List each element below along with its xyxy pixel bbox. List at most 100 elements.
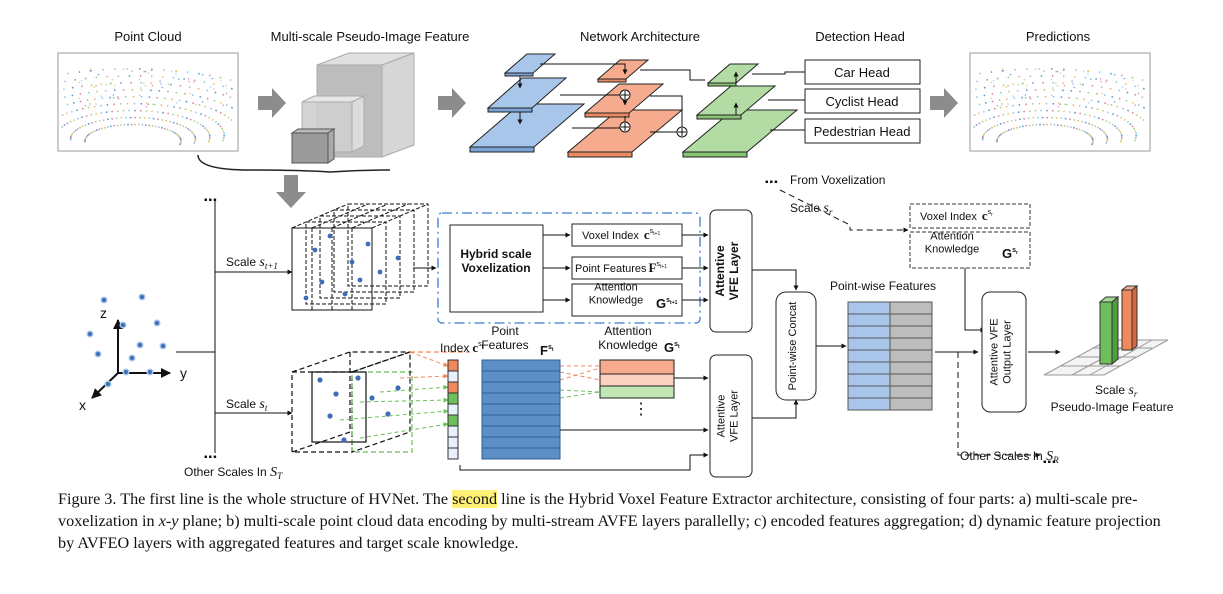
lidar-point: [1066, 125, 1069, 128]
lidar-point: [225, 104, 228, 107]
lidar-point: [1082, 83, 1084, 86]
lidar-point: [1101, 129, 1104, 132]
lidar-point: [1046, 116, 1049, 119]
lidar-point: [1063, 125, 1066, 127]
lidar-point: [85, 115, 88, 117]
lidar-point: [89, 104, 91, 106]
lidar-point: [210, 107, 212, 110]
lidar-point: [89, 102, 91, 104]
lidar-point: [107, 118, 109, 121]
lidar-point: [139, 109, 142, 112]
voxel-point: [333, 391, 339, 397]
lidar-point: [229, 79, 232, 81]
axis-x: x: [79, 397, 86, 413]
lidar-point: [81, 85, 83, 88]
lidar-point: [1014, 119, 1017, 121]
lidar-point: [1104, 132, 1107, 135]
block-arrow: [438, 88, 466, 118]
lidar-point: [222, 104, 225, 106]
lidar-point: [171, 130, 173, 133]
lidar-point: [111, 110, 114, 113]
lidar-point: [1055, 82, 1057, 84]
lidar-point: [140, 82, 143, 84]
lidar-point: [1021, 82, 1024, 85]
lidar-point: [1121, 74, 1123, 77]
lidar-point: [1123, 118, 1126, 121]
lidar-point: [1032, 82, 1034, 84]
lidar-point: [997, 115, 1000, 117]
lidar-point: [128, 109, 131, 112]
lidar-point: [1104, 102, 1106, 105]
lidar-point: [975, 124, 978, 126]
lidar-point: [223, 132, 226, 135]
lidar-point: [211, 77, 214, 80]
lidar-point: [1007, 85, 1009, 87]
from-voxelization-label: From Voxelization: [790, 173, 885, 187]
svg-text:Attentive VFEOutput Layer: Attentive VFEOutput Layer: [988, 318, 1013, 385]
lidar-point: [1136, 114, 1138, 116]
lidar-point: [992, 80, 995, 82]
lidar-point: [1100, 80, 1102, 83]
lidar-point: [63, 96, 66, 98]
lidar-point: [1036, 95, 1039, 98]
lidar-point: [1105, 142, 1108, 145]
highlighted-word: second: [452, 490, 498, 508]
lidar-point: [78, 97, 81, 100]
lidar-point: [96, 90, 98, 93]
lidar-point: [151, 84, 154, 87]
lidar-point: [1010, 120, 1013, 122]
lidar-point: [1025, 103, 1027, 106]
voxel-point: [341, 437, 347, 443]
lidar-point: [148, 117, 151, 120]
lidar-point: [1023, 79, 1026, 81]
lidar-point: [1131, 76, 1134, 79]
lidar-point: [74, 79, 77, 81]
lidar-point: [145, 110, 148, 112]
lidar-point: [120, 117, 123, 119]
hybrid-branch-lines: [543, 232, 709, 303]
lidar-point: [989, 117, 991, 120]
lidar-point: [170, 83, 172, 86]
lidar-point: [1142, 87, 1145, 90]
lidar-point: [1062, 82, 1065, 85]
block-arrow: [258, 88, 286, 118]
lidar-point: [215, 109, 218, 112]
lidar-point: [170, 70, 173, 73]
lidar-point: [1120, 134, 1123, 137]
lidar-point: [1045, 102, 1048, 105]
lidar-point: [137, 123, 140, 126]
lidar-point: [1023, 117, 1026, 120]
feature-row: [481, 359, 561, 372]
lidar-point: [978, 112, 980, 115]
mapping-lines: [339, 351, 601, 439]
svg-text:AttentiveVFE Layer: AttentiveVFE Layer: [713, 241, 741, 300]
lidar-point: [1010, 128, 1013, 131]
lidar-point: [143, 82, 145, 84]
voxel-line: [371, 203, 429, 229]
lidar-point: [225, 92, 228, 95]
lidar-point: [144, 84, 147, 87]
lidar-point: [1017, 111, 1020, 114]
lidar-point: [1001, 69, 1004, 72]
lidar-point: [87, 106, 90, 109]
lidar-point: [89, 132, 92, 135]
lidar-point: [116, 124, 119, 127]
lidar-point: [1044, 95, 1047, 98]
lidar-point: [985, 131, 987, 133]
lidar-point: [222, 137, 225, 139]
lidar-point: [1087, 91, 1090, 94]
detection-head-label: Detection Head: [815, 29, 905, 44]
lidar-point: [207, 131, 210, 133]
lidar-point: [187, 77, 190, 80]
lidar-point: [90, 113, 93, 116]
lidar-point: [1086, 132, 1089, 135]
lidar-point: [1134, 139, 1136, 142]
scale-out-label: Scale sr: [1095, 383, 1138, 399]
lidar-point: [222, 93, 225, 96]
lidar-point: [1049, 123, 1052, 126]
lidar-point: [1018, 126, 1021, 128]
lidar-point: [996, 104, 999, 107]
lidar-point: [1012, 112, 1015, 114]
voxel-point: [349, 259, 355, 265]
scatter-point: [104, 380, 112, 388]
